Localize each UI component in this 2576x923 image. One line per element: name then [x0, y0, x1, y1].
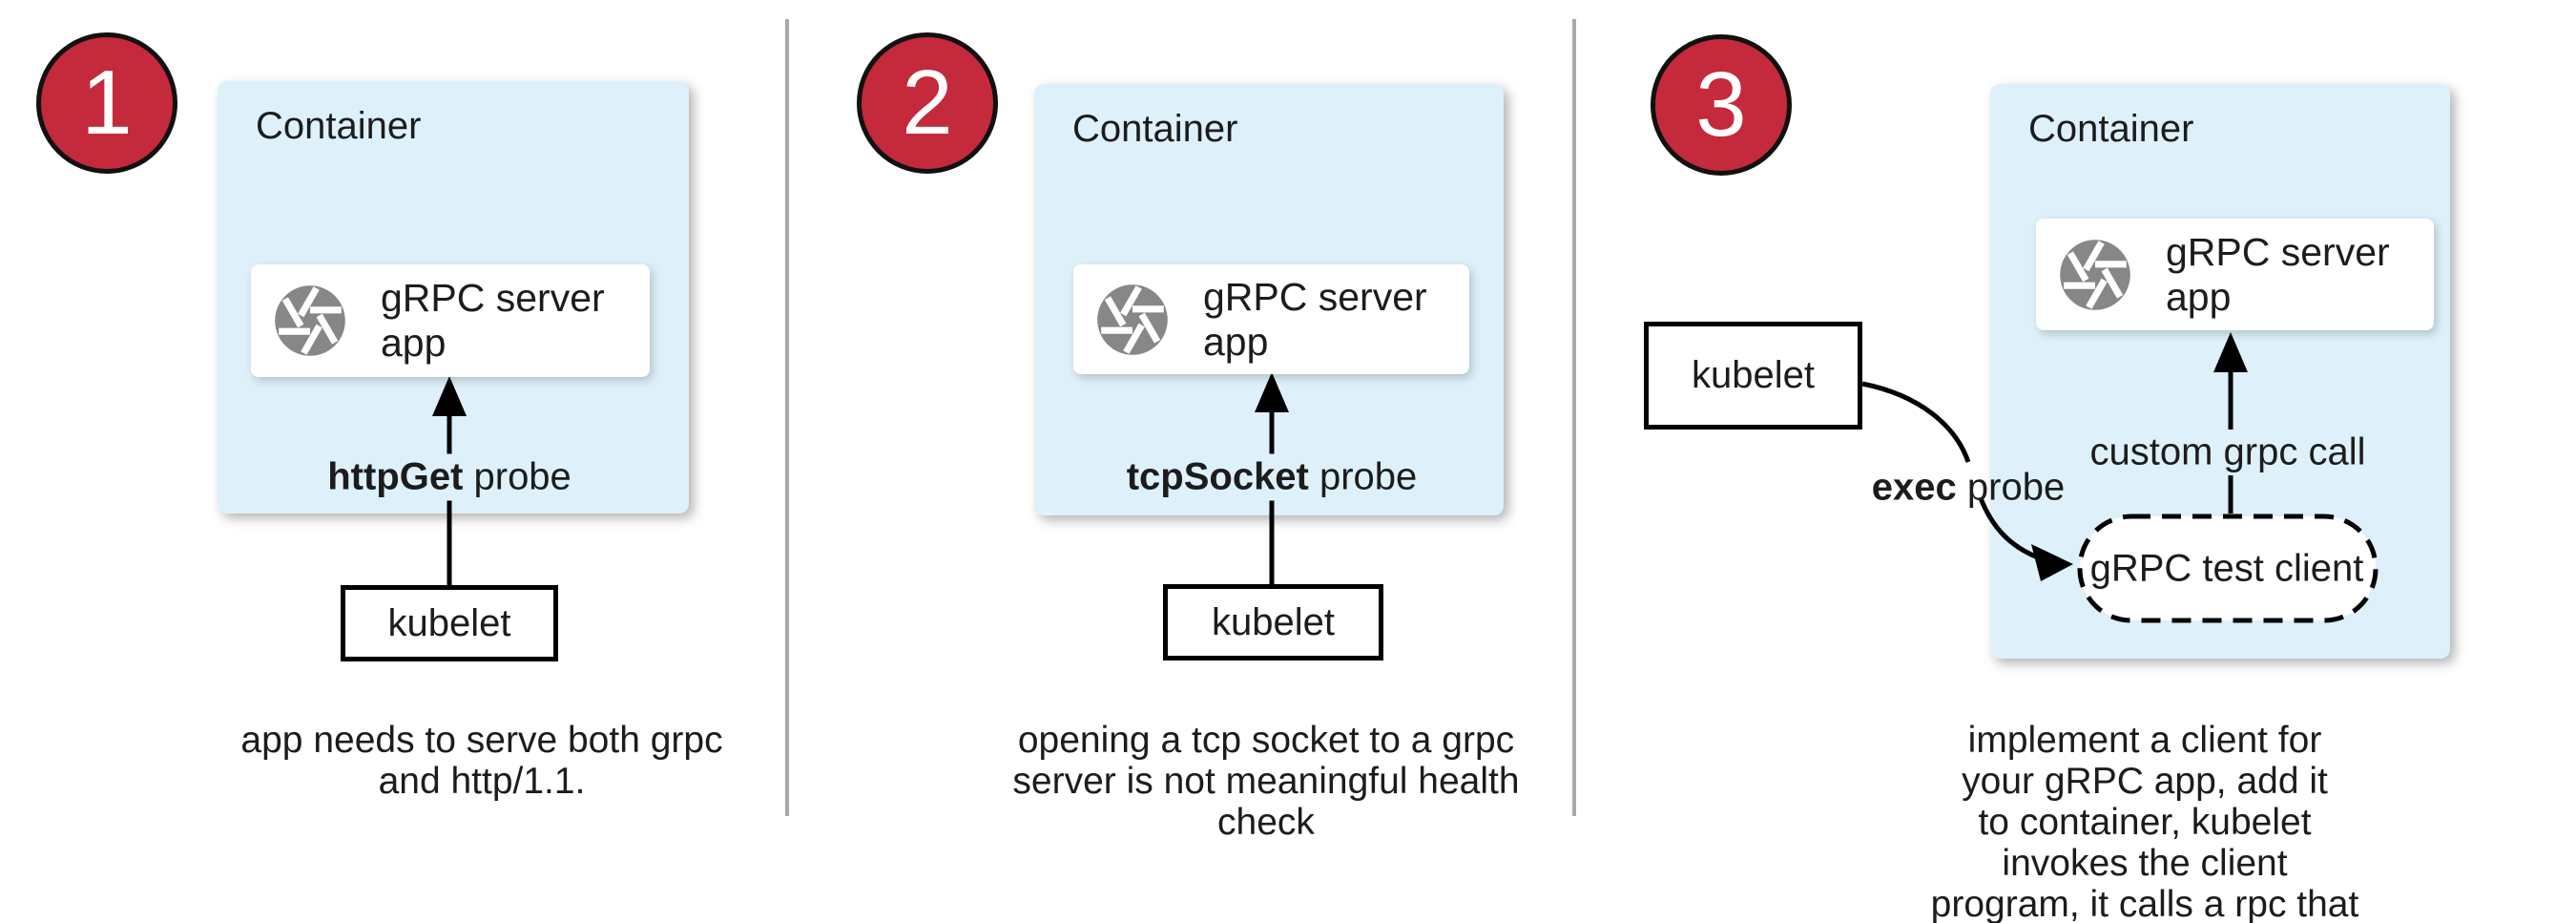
probe-label: httpGet probe — [318, 453, 581, 501]
kubelet-box: kubelet — [1644, 322, 1862, 430]
container-label: Container — [256, 105, 422, 147]
step-badge: 1 — [36, 32, 177, 174]
panel-caption: app needs to serve both grpc and http/1.… — [240, 720, 723, 802]
probe-type: httpGet — [327, 455, 464, 498]
probe-type: exec — [1871, 466, 1957, 509]
custom-grpc-call-label: custom grpc call — [2089, 430, 2366, 473]
step-badge: 2 — [857, 32, 998, 174]
container-label: Container — [1072, 108, 1238, 150]
grpc-server-app-label: gRPC server app — [1203, 274, 1427, 364]
step-number: 2 — [902, 52, 953, 154]
grpc-server-app-box: gRPC server app — [2036, 219, 2434, 330]
kubelet-box: kubelet — [1163, 584, 1383, 661]
panel-divider — [785, 19, 789, 816]
probe-label: tcpSocket probe — [1116, 453, 1427, 501]
step-badge: 3 — [1651, 34, 1792, 176]
aperture-icon — [2060, 239, 2130, 310]
container-label: Container — [2028, 108, 2194, 150]
step-number: 1 — [81, 52, 133, 154]
kubelet-box: kubelet — [341, 585, 558, 661]
probe-word: probe — [1956, 466, 2066, 509]
aperture-icon — [1097, 283, 1168, 355]
panel-divider — [1572, 19, 1576, 816]
grpc-server-app-label: gRPC server app — [381, 276, 605, 365]
aperture-icon — [275, 285, 345, 356]
panel-caption: implement a client for your gRPC app, ad… — [1930, 720, 2359, 923]
grpc-server-app-label: gRPC server app — [2166, 229, 2390, 319]
step-number: 3 — [1695, 53, 1747, 156]
probe-word: probe — [1308, 455, 1418, 498]
kubelet-label: kubelet — [1692, 354, 1815, 396]
panel-caption: opening a tcp socket to a grpc server is… — [1012, 720, 1520, 843]
grpc-test-client-label: gRPC test client — [2089, 547, 2364, 590]
grpc-server-app-box: gRPC server app — [1073, 264, 1469, 374]
probe-type: tcpSocket — [1126, 455, 1309, 498]
probe-word: probe — [463, 455, 571, 498]
probe-label: exec probe — [1872, 467, 2065, 510]
kubelet-label: kubelet — [387, 601, 511, 644]
grpc-server-app-box: gRPC server app — [251, 264, 650, 377]
kubelet-label: kubelet — [1212, 600, 1335, 643]
